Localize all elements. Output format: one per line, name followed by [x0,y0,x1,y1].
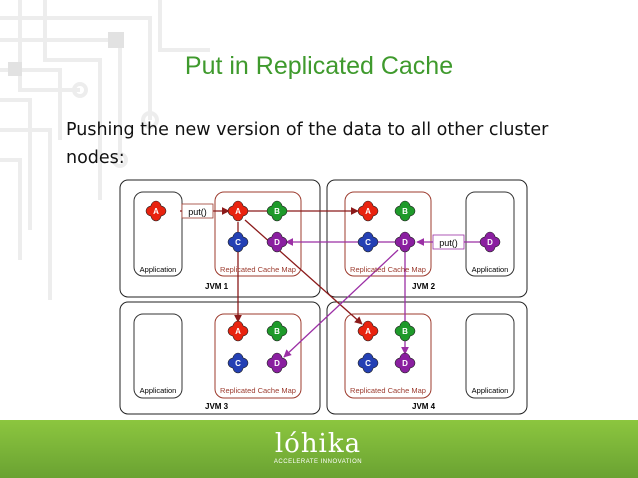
data-object-blob [266,352,288,374]
arrow-a-jvm1-to-jvm4 [244,219,363,325]
data-object-a-jvm1-map: A [227,200,249,222]
data-object-blob [357,231,379,253]
cache-map-label-jvm1: Replicated Cache Map [220,265,296,274]
jvm-4-label: JVM 4 [412,402,436,411]
jvm-2-label: JVM 2 [412,282,436,291]
data-object-letter: A [365,207,371,216]
data-object-a-jvm3-map: A [227,320,249,342]
data-object-blob [394,320,416,342]
data-object-letter: B [402,207,408,216]
cache-map-box-jvm2 [344,191,432,277]
application-label-jvm3: Application [140,386,177,395]
data-object-letter: A [365,327,371,336]
data-object-letter: D [487,238,493,247]
data-object-blob [266,231,288,253]
data-object-b-jvm1-map: B [266,200,288,222]
slide-body-text: Pushing the new version of the data to a… [66,120,549,168]
data-object-blob [394,231,416,253]
data-object-letter: D [402,238,408,247]
cache-map-label-jvm4: Replicated Cache Map [350,386,426,395]
cache-map-box-jvm1 [214,191,302,277]
lohika-logo: lóhika ACCELERATE INNOVATION [258,430,378,474]
data-object-b-jvm2-map: B [394,200,416,222]
data-object-letter: A [235,327,241,336]
data-object-letter: C [235,359,241,368]
data-object-blob [479,231,501,253]
footer-bar [0,420,638,478]
jvm-3-label: JVM 3 [205,402,229,411]
data-object-a-jvm2-map: A [357,200,379,222]
application-label-jvm2: Application [472,265,509,274]
data-object-letter: B [402,327,408,336]
put-label-jvm1: put() [188,207,207,217]
data-object-blob [227,231,249,253]
data-object-blob [266,320,288,342]
logo-tagline: ACCELERATE INNOVATION [273,459,363,465]
data-object-c-jvm2-map: C [357,231,379,253]
data-object-blob [145,200,167,222]
data-object-letter: C [365,359,371,368]
put-label-box-jvm2 [432,234,465,250]
data-object-letter: B [274,327,280,336]
data-object-a-jvm4-map: A [357,320,379,342]
data-object-d-jvm2-app: D [479,231,501,253]
put-label-box-jvm1 [181,203,214,219]
data-object-blob [394,200,416,222]
data-object-letter: D [402,359,408,368]
data-object-d-jvm3-map: D [266,352,288,374]
data-object-d-jvm4-map: D [394,352,416,374]
data-object-letter: A [235,207,241,216]
data-object-blob [394,352,416,374]
slide-title: Put in Replicated Cache [184,52,454,80]
data-object-letter: B [274,207,280,216]
data-object-letter: D [274,238,280,247]
application-box-jvm4 [465,313,515,399]
cache-map-label-jvm2: Replicated Cache Map [350,265,426,274]
data-object-blob [266,200,288,222]
application-label-jvm4: Application [472,386,509,395]
data-object-blob [357,200,379,222]
data-object-c-jvm1-map: C [227,231,249,253]
logo-wordmark: lóhika [274,429,362,459]
data-object-b-jvm4-map: B [394,320,416,342]
data-object-blob [357,320,379,342]
data-object-letter: D [274,359,280,368]
data-object-blob [227,320,249,342]
data-object-a-jvm1-app: A [145,200,167,222]
application-box-jvm1 [133,191,183,277]
data-object-c-jvm3-map: C [227,352,249,374]
data-object-letter: C [235,238,241,247]
data-object-b-jvm3-map: B [266,320,288,342]
cache-map-label-jvm3: Replicated Cache Map [220,386,296,395]
data-object-letter: A [153,207,159,216]
data-object-blob [227,200,249,222]
arrow-d-jvm2-to-jvm3 [283,249,399,358]
data-object-c-jvm4-map: C [357,352,379,374]
application-box-jvm3 [133,313,183,399]
data-object-blob [357,352,379,374]
data-object-blob [227,352,249,374]
data-object-letter: C [365,238,371,247]
data-object-d-jvm2-map: D [394,231,416,253]
application-label-jvm1: Application [140,265,177,274]
jvm-1-label: JVM 1 [205,282,229,291]
data-object-d-jvm1-map: D [266,231,288,253]
put-label-jvm2: put() [439,238,458,248]
